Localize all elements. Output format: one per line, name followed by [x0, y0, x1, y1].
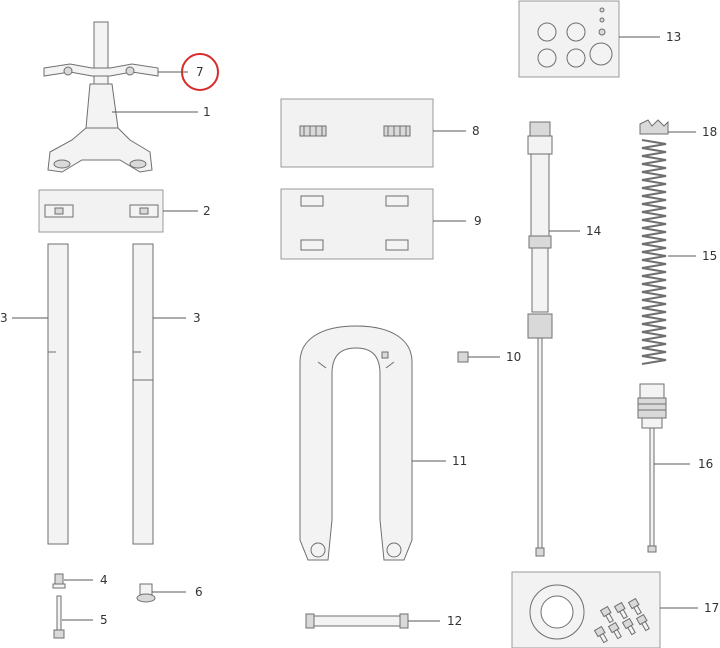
callout-14: 14 [586, 224, 601, 238]
adapter-bolt [607, 621, 622, 640]
callout-3-left: 3 [0, 311, 8, 325]
adapter-ring [529, 584, 585, 640]
o-ring [537, 22, 557, 42]
spring-top-cap [639, 119, 669, 135]
callout-1: 1 [203, 105, 211, 119]
callout-10: 10 [506, 350, 521, 364]
lower-leg-casting [299, 325, 413, 561]
o-ring [537, 48, 557, 68]
o-ring-small [599, 7, 605, 13]
foam-ring [385, 239, 409, 251]
callout-12: 12 [447, 614, 462, 628]
upper-tube-right [132, 243, 154, 545]
o-ring-small [598, 28, 606, 36]
callout-15: 15 [702, 249, 717, 263]
foam-ring [300, 195, 324, 207]
callout-16: 16 [698, 457, 713, 471]
bushing-left [299, 125, 327, 137]
callout-5: 5 [100, 613, 108, 627]
crown-hardware [43, 63, 159, 77]
callout-13: 13 [666, 30, 681, 44]
callout-3-right: 3 [193, 311, 201, 325]
callout-2: 2 [203, 204, 211, 218]
o-ring-kit-box [518, 0, 620, 78]
adapter-bolts [593, 597, 650, 644]
o-ring [566, 22, 586, 42]
foam-ring [385, 195, 409, 207]
adapter-bolt [613, 601, 628, 620]
adapter-bolt [599, 605, 614, 624]
dust-seal-right [129, 204, 159, 218]
adapter-bolt [621, 617, 636, 636]
foam-ring [300, 239, 324, 251]
adapter-bolt [593, 625, 608, 644]
crown-steerer-assembly [47, 21, 153, 173]
callout-17: 17 [704, 601, 719, 615]
leader-lines [12, 36, 698, 622]
callout-7[interactable]: 7 [196, 65, 204, 79]
damper-cartridge [527, 121, 553, 557]
callout-11: 11 [452, 454, 467, 468]
o-ring [566, 48, 586, 68]
callout-6: 6 [195, 585, 203, 599]
callout-18: 18 [702, 125, 717, 139]
top-cap-small [52, 573, 66, 589]
o-ring-small [599, 17, 605, 23]
callout-9: 9 [474, 214, 482, 228]
valve-cap [136, 583, 156, 603]
adapter-bolt [635, 613, 650, 632]
bleed-screw [457, 351, 469, 363]
adapter-bolt [627, 597, 642, 616]
dust-seal-left [44, 204, 74, 218]
o-ring-large [589, 42, 613, 66]
callout-labels: 1 7 2 3 3 4 5 6 8 9 10 11 12 13 14 15 16… [0, 30, 719, 628]
spring-coil [641, 139, 667, 365]
coil-spring [641, 139, 667, 365]
callout-8: 8 [472, 124, 480, 138]
bushing-right [383, 125, 411, 137]
shaft-bolt [53, 595, 65, 639]
spring-shaft-assembly [637, 383, 667, 553]
callout-4: 4 [100, 573, 108, 587]
upper-tube-left [47, 243, 69, 545]
axle [305, 613, 409, 629]
